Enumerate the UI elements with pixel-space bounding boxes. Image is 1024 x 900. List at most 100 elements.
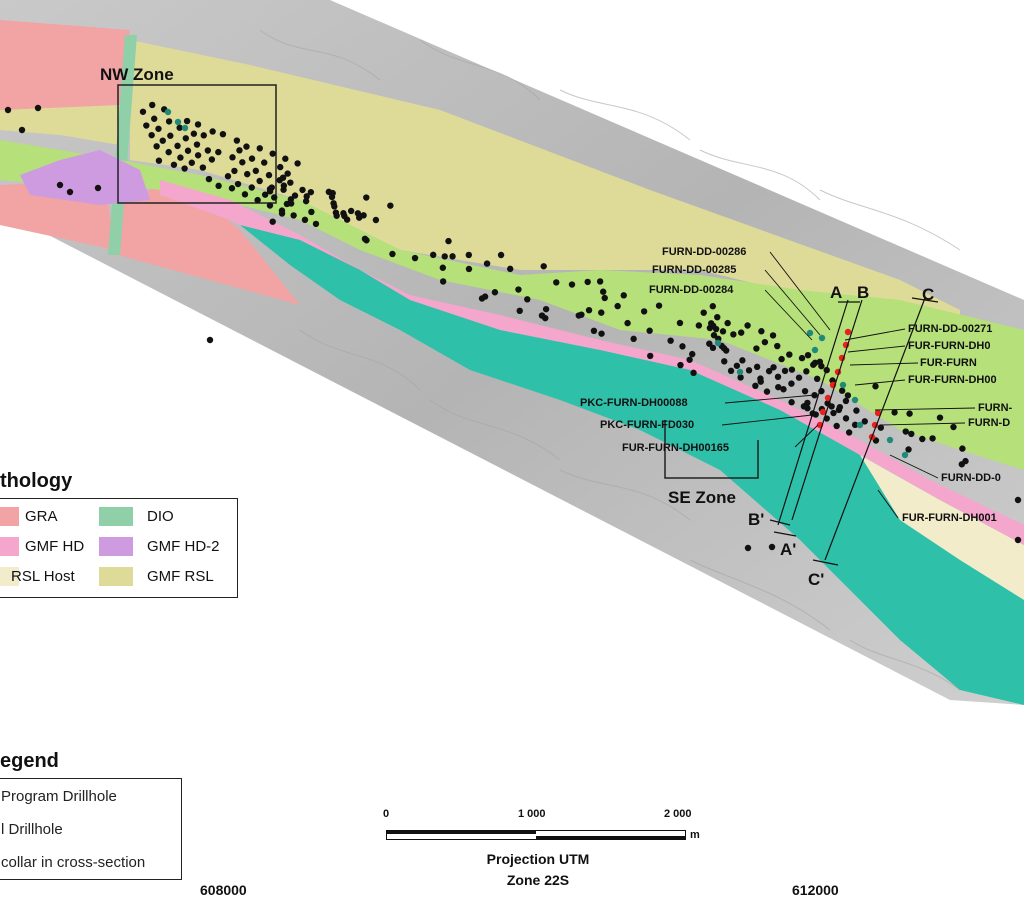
- drillhole-collar: [804, 351, 812, 359]
- teal-drillhole-collar: [886, 436, 894, 444]
- drillhole-collar: [553, 279, 560, 286]
- section-line-b: [791, 299, 863, 521]
- teal-unit: [240, 225, 1024, 705]
- drillhole-collar: [722, 347, 730, 354]
- drillhole-collar: [165, 148, 172, 156]
- drillhole-collar: [676, 319, 684, 327]
- drillhole-collar: [590, 327, 598, 335]
- drillhole-collar: [786, 351, 793, 358]
- nw-zone-box: [117, 84, 277, 204]
- drillhole-collar: [183, 117, 191, 125]
- drillhole-collar: [744, 544, 752, 552]
- drillhole-collar: [844, 392, 852, 399]
- drillhole-collar: [347, 207, 355, 215]
- drillhole-collar: [845, 429, 853, 436]
- drillhole-collar: [744, 322, 751, 329]
- drillhole-collar: [709, 344, 717, 352]
- drillhole-collar: [690, 369, 697, 377]
- drillhole-collar: [601, 294, 608, 302]
- gmf-rsl-unit: [130, 40, 960, 345]
- drillhole-collar: [66, 188, 74, 196]
- drillhole-collar: [291, 192, 299, 199]
- drillhole-collar: [906, 410, 913, 417]
- drillhole-collar: [769, 332, 777, 339]
- easting-label: 612000: [792, 882, 839, 898]
- hole-label: FURN-D: [968, 417, 1010, 429]
- drillhole-collar: [803, 368, 810, 375]
- drillhole-collar: [282, 155, 289, 162]
- drillhole-collar: [244, 170, 251, 178]
- drillhole-collar: [148, 131, 155, 139]
- drillhole-collar: [795, 374, 803, 381]
- lithology-label-gra: GRA: [25, 508, 58, 525]
- drillhole-collar: [686, 356, 693, 363]
- rsl-host-unit: [860, 455, 1024, 600]
- drillhole-collar: [478, 295, 486, 302]
- drillhole-collar: [524, 296, 531, 303]
- lithology-label-gmf-hd2: GMF HD-2: [147, 538, 220, 555]
- drillhole-collar: [219, 130, 227, 138]
- drillhole-collar: [737, 329, 745, 336]
- drillhole-collar: [655, 302, 663, 309]
- drillhole-collar: [265, 171, 273, 179]
- drillhole-collar: [599, 288, 607, 295]
- drillhole-collar: [739, 357, 746, 364]
- drillhole-collar: [252, 167, 260, 175]
- drillhole-collar: [228, 185, 236, 192]
- drillhole-collar: [598, 330, 605, 337]
- drillhole-collar: [465, 251, 473, 259]
- hole-label: FUR-FURN-DH0: [908, 340, 991, 352]
- drillhole-collar: [798, 354, 806, 362]
- drillhole-collar: [936, 414, 944, 421]
- drillhole-collar: [596, 278, 604, 285]
- legend-item: Program Drillhole: [1, 788, 117, 805]
- drillhole-collar: [206, 336, 214, 344]
- drillhole-collar: [303, 193, 310, 200]
- section-lines: [769, 297, 939, 566]
- drillhole-collar: [838, 387, 846, 394]
- drillhole-collar: [439, 278, 447, 285]
- drillhole-collar: [830, 409, 837, 417]
- drillhole-collar: [287, 200, 295, 207]
- drillhole-collar: [768, 543, 776, 551]
- drillhole-collar: [721, 358, 728, 365]
- drillhole-collar: [261, 159, 268, 166]
- drillhole-collar: [278, 210, 286, 217]
- drillhole-collar: [287, 179, 294, 186]
- lithology-label-gmf-hd: GMF HD: [25, 538, 85, 555]
- drillhole-collar: [775, 383, 782, 391]
- red-drillhole-collar: [824, 394, 832, 402]
- drillhole-collar: [165, 118, 173, 125]
- drillhole-collar: [804, 399, 811, 407]
- drillhole-collar: [707, 320, 715, 327]
- drillhole-collar: [290, 212, 297, 219]
- drillhole-collar: [224, 173, 232, 180]
- drillhole-collar: [261, 191, 269, 198]
- drillhole-collar: [765, 367, 773, 375]
- drillhole-collar: [236, 147, 243, 154]
- drillhole-collar: [229, 154, 236, 161]
- drillhole-collar: [269, 150, 276, 157]
- drillhole-collar: [279, 174, 287, 181]
- easting-label: 608000: [200, 882, 247, 898]
- swatch-gmf-hd: [0, 537, 19, 556]
- drillhole-collar: [962, 457, 969, 465]
- drillhole-collar: [284, 170, 291, 177]
- drillhole-collar: [538, 312, 546, 319]
- swatch-gmf-rsl: [99, 567, 133, 586]
- drillhole-collar: [730, 331, 737, 338]
- drillhole-collar: [700, 309, 707, 316]
- drillhole-collar: [737, 374, 744, 381]
- drillhole-collar: [234, 180, 242, 188]
- drillhole-collar: [584, 278, 591, 286]
- drillhole-collar: [149, 101, 156, 109]
- drillhole-collar: [209, 128, 216, 135]
- drillhole-collar: [801, 387, 809, 395]
- lithology-title: thology: [0, 470, 73, 492]
- drillhole-collar: [719, 328, 727, 335]
- drillhole-collar: [299, 186, 306, 194]
- teal-drillhole-collar: [811, 346, 819, 354]
- drillhole-collar: [294, 160, 301, 167]
- teal-drillhole-collar: [839, 381, 847, 389]
